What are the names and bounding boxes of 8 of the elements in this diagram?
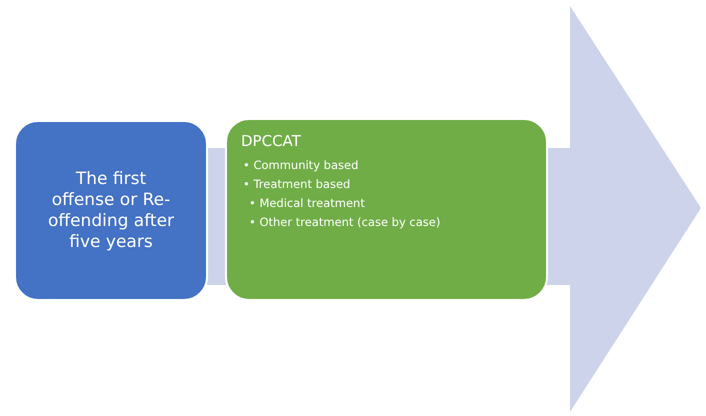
box-text: The first offense or Re-offending after five years xyxy=(46,168,176,252)
list-item: • Community based xyxy=(243,157,358,174)
list-item: • Other treatment (case by case) xyxy=(249,214,440,231)
list-item: • Treatment based xyxy=(243,176,350,193)
list-item: • Medical treatment xyxy=(249,195,365,212)
process-box xyxy=(14,120,208,301)
heading: DPCCAT xyxy=(241,131,302,152)
content-box xyxy=(225,118,548,301)
